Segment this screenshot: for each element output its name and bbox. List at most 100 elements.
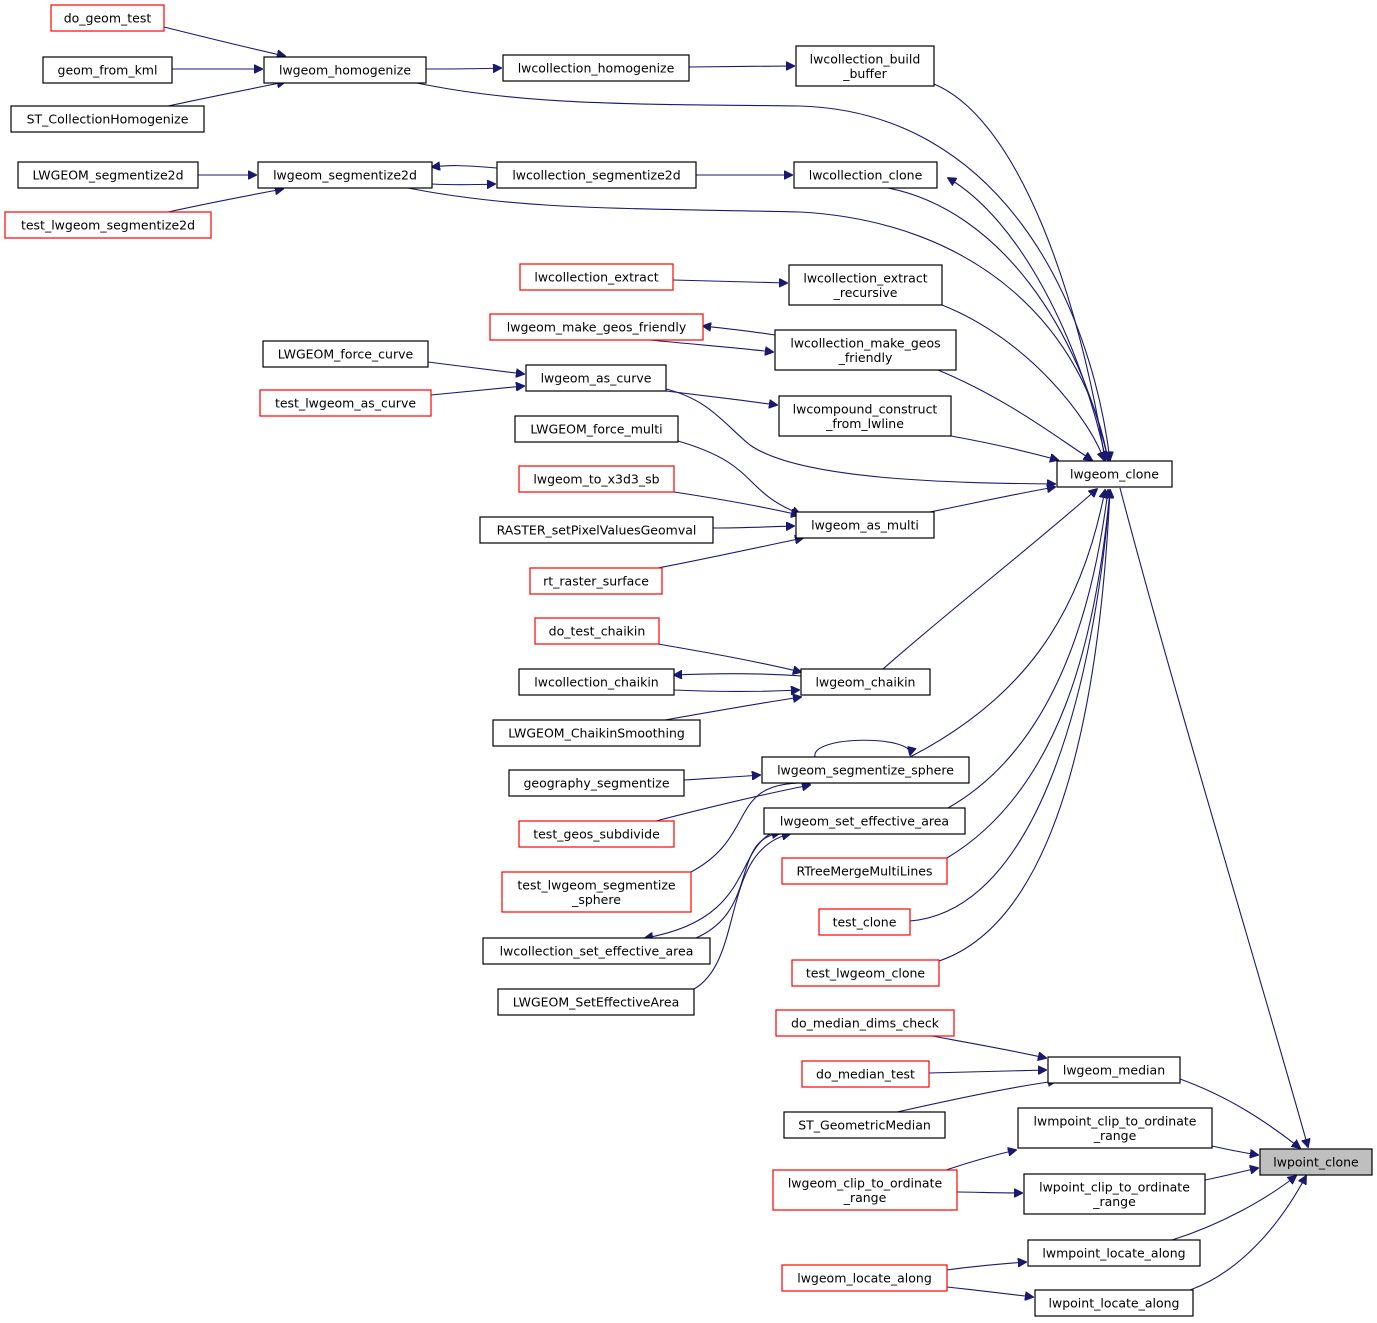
- node-test-as-curve[interactable]: test_lwgeom_as_curve: [259, 389, 432, 417]
- node-box: [518, 668, 675, 696]
- node-label: lwgeom_segmentize_sphere: [777, 763, 954, 778]
- node-label: lwcollection_homogenize: [518, 61, 675, 76]
- node-lwgeom-segmentize2d[interactable]: LWGEOM_segmentize2d: [17, 161, 199, 189]
- node-box: [519, 263, 674, 291]
- node-lwgeom-force-curve[interactable]: LWGEOM_force_curve: [262, 340, 429, 368]
- node-label: test_lwgeom_as_curve: [275, 396, 416, 411]
- node-lwgeom-as-multi[interactable]: lwgeom_as_multi: [795, 511, 935, 539]
- edge-lwgeom_homogenize-to-lwgeom_clone: [411, 81, 1110, 460]
- node-box: [1047, 1056, 1181, 1084]
- node-lwgeom-clone[interactable]: lwgeom_clone: [1056, 460, 1173, 488]
- node-rt-raster-surface[interactable]: rt_raster_surface: [529, 567, 663, 595]
- node-do-geom-test[interactable]: do_geom_test: [50, 4, 165, 32]
- node-lwcoll-segmentize2d[interactable]: lwcollection_segmentize2d: [496, 161, 697, 189]
- node-box: [788, 264, 943, 306]
- node-lwcoll-clone[interactable]: lwcollection_clone: [793, 161, 938, 189]
- node-lwcoll-set-eff[interactable]: lwcollection_set_effective_area: [482, 937, 711, 965]
- node-label: lwcollection_clone: [809, 168, 923, 183]
- node-lwcoll-extract-rec[interactable]: lwcollection_extract_recursive: [788, 264, 943, 306]
- node-st-geomedian[interactable]: ST_GeometricMedian: [783, 1111, 946, 1139]
- function-nodes: lwpoint_clonelwgeom_clonelwgeom_medianlw…: [4, 4, 1373, 1317]
- edge-lwgeom_as_curve-to-lwcompound_construct: [665, 390, 777, 405]
- node-label: lwgeom_segmentize2d: [273, 168, 417, 183]
- edge-rtree_merge-to-lwgeom_clone: [946, 490, 1110, 859]
- node-lwgeom-segmentize2d[interactable]: lwgeom_segmentize2d: [257, 161, 433, 189]
- node-lwgeom-seteff[interactable]: LWGEOM_SetEffectiveArea: [497, 988, 695, 1016]
- edge-lwpoint_clip-to-lwpoint_clone: [1204, 1168, 1258, 1181]
- node-lwcoll-homogenize[interactable]: lwcollection_homogenize: [502, 54, 690, 82]
- edge-lwpoint_locate-to-lwpoint_clone: [1189, 1176, 1306, 1291]
- node-lwmpoint-clip[interactable]: lwmpoint_clip_to_ordinate_range: [1017, 1107, 1213, 1149]
- node-box: [781, 857, 948, 885]
- node-do-test-chaikin[interactable]: do_test_chaikin: [534, 617, 660, 645]
- node-label: rt_raster_surface: [543, 574, 649, 589]
- node-label: _range: [843, 1190, 887, 1205]
- node-box: [479, 516, 714, 544]
- node-label: _range: [1092, 1194, 1136, 1209]
- node-lwpoint-locate[interactable]: lwpoint_locate_along: [1034, 1289, 1194, 1317]
- node-lwcoll-extract[interactable]: lwcollection_extract: [519, 263, 674, 291]
- node-lwcoll-make-geos[interactable]: lwcollection_make_geos_friendly: [774, 329, 957, 371]
- edge-lwcompound_construct-to-lwgeom_clone: [950, 435, 1058, 460]
- node-geom-from-kml[interactable]: geom_from_kml: [42, 56, 173, 84]
- node-label: lwpoint_clone: [1273, 1155, 1359, 1170]
- node-lwgeom-median[interactable]: lwgeom_median: [1047, 1056, 1181, 1084]
- node-box: [497, 988, 695, 1016]
- node-test-geos-subdivide[interactable]: test_geos_subdivide: [518, 820, 675, 848]
- node-box: [1056, 460, 1173, 488]
- node-test-segmentize2d[interactable]: test_lwgeom_segmentize2d: [4, 211, 212, 239]
- node-lwgeom-set-eff[interactable]: lwgeom_set_effective_area: [763, 807, 966, 835]
- node-box: [763, 807, 966, 835]
- edge-lwcoll_homogenize-to-lwcoll_build_buffer: [688, 66, 794, 67]
- node-do-median-test[interactable]: do_median_test: [801, 1060, 930, 1088]
- node-lwcoll-build-buffer[interactable]: lwcollection_build_buffer: [795, 45, 935, 87]
- node-lwpoint-clone[interactable]: lwpoint_clone: [1259, 1148, 1373, 1176]
- edge-lwcoll_segmentize2d-to-lwgeom_segmentize2d: [432, 166, 498, 168]
- node-lwgeom-clip[interactable]: lwgeom_clip_to_ordinate_range: [772, 1169, 958, 1211]
- node-test-clone[interactable]: test_clone: [818, 908, 911, 936]
- node-raster-setpixel[interactable]: RASTER_setPixelValuesGeomval: [479, 516, 714, 544]
- node-rtree-merge[interactable]: RTreeMergeMultiLines: [781, 857, 948, 885]
- node-lwgeom-to-x3d3-sb[interactable]: lwgeom_to_x3d3_sb: [518, 465, 675, 493]
- node-do-median-dims[interactable]: do_median_dims_check: [775, 1009, 955, 1037]
- node-box: [17, 161, 199, 189]
- node-box: [783, 1111, 946, 1139]
- node-lwpoint-clip[interactable]: lwpoint_clip_to_ordinate_range: [1023, 1173, 1206, 1215]
- node-lwgeom-force-multi[interactable]: LWGEOM_force_multi: [514, 415, 679, 443]
- node-st-collhomog[interactable]: ST_CollectionHomogenize: [10, 105, 205, 133]
- node-lwgeom-locate[interactable]: lwgeom_locate_along: [781, 1264, 948, 1292]
- node-lwcompound-construct[interactable]: lwcompound_construct_from_lwline: [778, 395, 952, 437]
- node-box: [514, 415, 679, 443]
- node-label: test_lwgeom_segmentize: [517, 877, 676, 892]
- edge-lwcoll_build_buffer-to-lwgeom_clone: [933, 83, 1105, 460]
- node-lwmpoint-locate[interactable]: lwmpoint_locate_along: [1027, 1239, 1201, 1267]
- node-lwgeom-as-curve[interactable]: lwgeom_as_curve: [525, 364, 667, 392]
- node-label: ST_GeometricMedian: [798, 1118, 931, 1133]
- edge-lwcoll_set_eff-to-lwgeom_set_eff: [695, 833, 780, 939]
- node-geography-segmentize[interactable]: geography_segmentize: [508, 769, 685, 797]
- node-lwgeom-seg-sphere[interactable]: lwgeom_segmentize_sphere: [761, 756, 970, 784]
- node-box: [259, 389, 432, 417]
- edge-lwgeom_chaikin-to-lwgeom_clone: [882, 489, 1097, 670]
- node-label: lwgeom_median: [1063, 1063, 1165, 1078]
- edge-lwcoll_extract-to-lwcoll_extract_rec: [672, 280, 787, 283]
- node-box: [518, 465, 675, 493]
- node-lwgeom-make-geos[interactable]: lwgeom_make_geos_friendly: [489, 313, 704, 341]
- node-lwgeom-homogenize[interactable]: lwgeom_homogenize: [263, 56, 427, 84]
- node-lwgeom-chaikin[interactable]: lwgeom_chaikin: [800, 668, 931, 696]
- node-label: lwcollection_extract: [534, 270, 658, 285]
- node-lwgeom-chaikin[interactable]: LWGEOM_ChaikinSmoothing: [492, 719, 701, 747]
- node-box: [775, 1009, 955, 1037]
- node-label: lwgeom_clone: [1070, 467, 1159, 482]
- node-box: [496, 161, 697, 189]
- call-edges: [163, 26, 1308, 1297]
- node-box: [42, 56, 173, 84]
- node-test-seg-sphere[interactable]: test_lwgeom_segmentize_sphere: [501, 871, 692, 913]
- node-test-lwgeom-clone[interactable]: test_lwgeom_clone: [791, 959, 940, 987]
- node-label: LWGEOM_SetEffectiveArea: [513, 995, 679, 1010]
- node-box: [10, 105, 205, 133]
- edge-geography_segmentize-to-lwgeom_seg_sphere: [683, 775, 760, 781]
- edge-test_clone-to-lwgeom_clone: [909, 490, 1110, 922]
- node-label: RASTER_setPixelValuesGeomval: [497, 523, 697, 538]
- node-lwcoll-chaikin[interactable]: lwcollection_chaikin: [518, 668, 675, 696]
